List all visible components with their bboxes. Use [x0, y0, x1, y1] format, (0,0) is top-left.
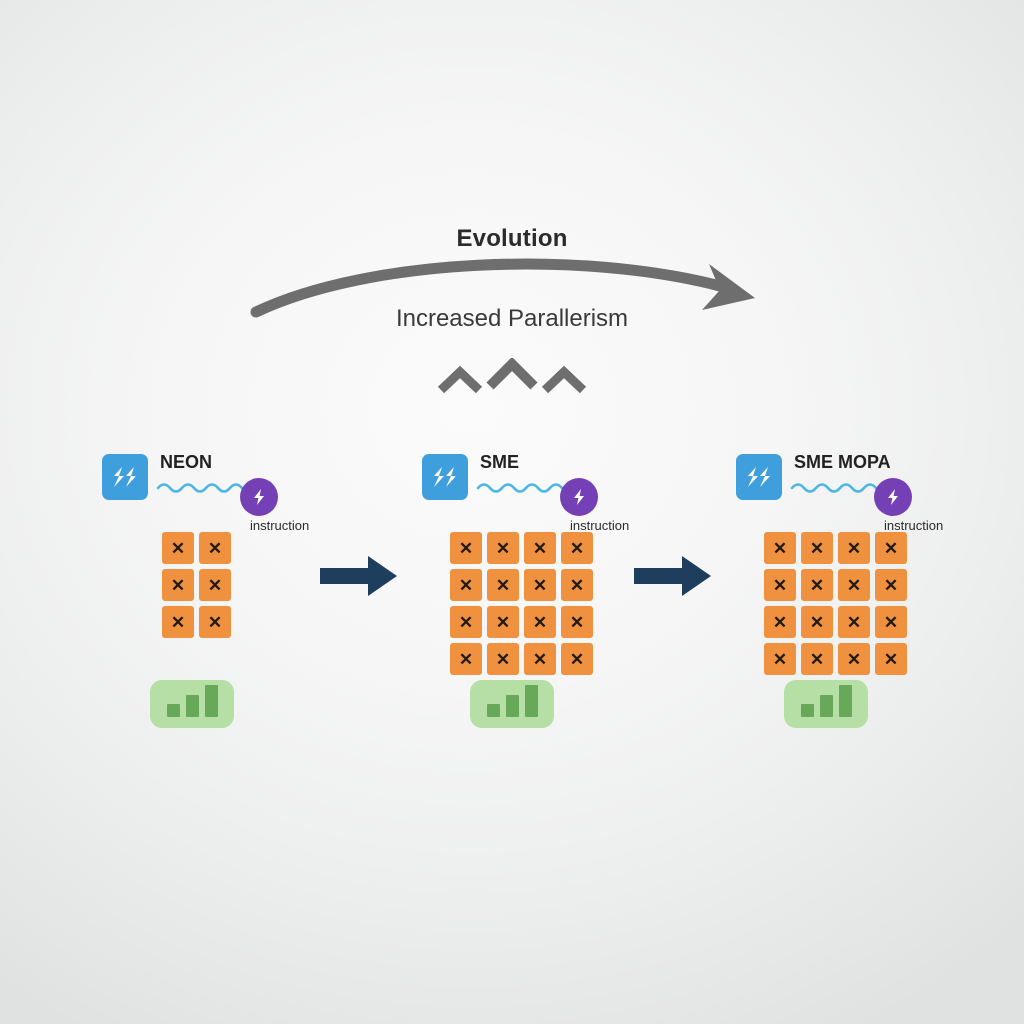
- stage-header: SME MOPA instruction: [692, 446, 992, 536]
- matrix-cell: ✕: [875, 532, 907, 564]
- arm-lightning-icon: [422, 454, 468, 500]
- matrix-cell: ✕: [162, 569, 194, 601]
- matrix-cell: ✕: [764, 606, 796, 638]
- curved-arrow-right-icon: [250, 258, 755, 318]
- matrix-grid: ✕✕✕✕✕✕✕✕✕✕✕✕✕✕✕✕: [764, 532, 992, 675]
- matrix-cell: ✕: [801, 606, 833, 638]
- matrix-cell: ✕: [838, 569, 870, 601]
- stage-header: NEON instruction: [58, 446, 358, 536]
- matrix-cell: ✕: [524, 569, 556, 601]
- stage-label: SME MOPA: [794, 452, 891, 472]
- matrix-cell: ✕: [162, 532, 194, 564]
- stage-label: SME: [480, 452, 520, 472]
- perf-bar: [505, 695, 519, 717]
- parallelism-label: Increased Parallerism: [395, 305, 629, 332]
- perf-bar: [486, 704, 500, 717]
- matrix-grid-wrap: ✕✕✕✕✕✕: [58, 532, 358, 638]
- wavy-line-icon: [476, 480, 568, 499]
- matrix-cell: ✕: [450, 569, 482, 601]
- perf-bar: [838, 685, 852, 717]
- matrix-cell: ✕: [162, 606, 194, 638]
- wavy-line-icon: [156, 480, 248, 499]
- wavy-line-icon: [790, 480, 882, 499]
- matrix-cell: ✕: [875, 643, 907, 675]
- stage-neon: NEON instruction ✕✕✕✕✕✕: [58, 446, 358, 728]
- stage-sme-mopa: SME MOPA instruction ✕✕✕✕✕✕✕✕✕✕✕✕✕✕✕✕: [692, 446, 992, 728]
- stage-header: SME instruction: [378, 446, 678, 536]
- matrix-cell: ✕: [487, 606, 519, 638]
- matrix-cell: ✕: [199, 606, 231, 638]
- matrix-cell: ✕: [875, 569, 907, 601]
- matrix-cell: ✕: [487, 643, 519, 675]
- perf-bar: [800, 704, 814, 717]
- arrow-right-icon: [318, 553, 400, 604]
- matrix-cell: ✕: [450, 532, 482, 564]
- matrix-cell: ✕: [801, 532, 833, 564]
- instruction-label: instruction: [570, 518, 630, 533]
- arm-lightning-icon: [102, 454, 148, 500]
- matrix-cell: ✕: [801, 643, 833, 675]
- matrix-grid-wrap: ✕✕✕✕✕✕✕✕✕✕✕✕✕✕✕✕: [692, 532, 992, 675]
- perf-bar: [819, 695, 833, 717]
- arm-lightning-icon: [736, 454, 782, 500]
- matrix-cell: ✕: [450, 606, 482, 638]
- matrix-cell: ✕: [561, 569, 593, 601]
- perf-bar: [166, 704, 180, 717]
- perf-bar: [185, 695, 199, 717]
- lightning-bolt-icon: [240, 478, 278, 516]
- arrow-right-icon: [632, 553, 714, 604]
- stage-sme: SME instruction ✕✕✕✕✕✕✕✕✕✕✕✕✕✕✕✕: [378, 446, 678, 728]
- matrix-grid: ✕✕✕✕✕✕: [162, 532, 358, 638]
- matrix-cell: ✕: [199, 532, 231, 564]
- matrix-cell: ✕: [838, 532, 870, 564]
- stage-label: NEON: [160, 452, 213, 472]
- perf-bar: [524, 685, 538, 717]
- lightning-bolt-icon: [560, 478, 598, 516]
- matrix-cell: ✕: [801, 569, 833, 601]
- instruction-label: instruction: [250, 518, 310, 533]
- matrix-cell: ✕: [524, 643, 556, 675]
- matrix-cell: ✕: [875, 606, 907, 638]
- matrix-cell: ✕: [487, 569, 519, 601]
- matrix-cell: ✕: [764, 532, 796, 564]
- matrix-cell: ✕: [487, 532, 519, 564]
- matrix-cell: ✕: [199, 569, 231, 601]
- matrix-cell: ✕: [524, 606, 556, 638]
- matrix-cell: ✕: [450, 643, 482, 675]
- matrix-cell: ✕: [838, 643, 870, 675]
- perf-bar: [204, 685, 218, 717]
- matrix-cell: ✕: [561, 532, 593, 564]
- matrix-cell: ✕: [838, 606, 870, 638]
- bar-chart-icon: [150, 680, 234, 728]
- bar-chart-icon: [470, 680, 554, 728]
- matrix-cell: ✕: [561, 643, 593, 675]
- matrix-cell: ✕: [561, 606, 593, 638]
- instruction-label: instruction: [884, 518, 944, 533]
- matrix-grid: ✕✕✕✕✕✕✕✕✕✕✕✕✕✕✕✕: [450, 532, 678, 675]
- matrix-grid-wrap: ✕✕✕✕✕✕✕✕✕✕✕✕✕✕✕✕: [378, 532, 678, 675]
- matrix-cell: ✕: [764, 569, 796, 601]
- lightning-bolt-icon: [874, 478, 912, 516]
- matrix-cell: ✕: [764, 643, 796, 675]
- matrix-cell: ✕: [524, 532, 556, 564]
- evolution-title: Evolution: [456, 225, 568, 252]
- bar-chart-icon: [784, 680, 868, 728]
- chevron-up-triple-icon: [0, 358, 1024, 394]
